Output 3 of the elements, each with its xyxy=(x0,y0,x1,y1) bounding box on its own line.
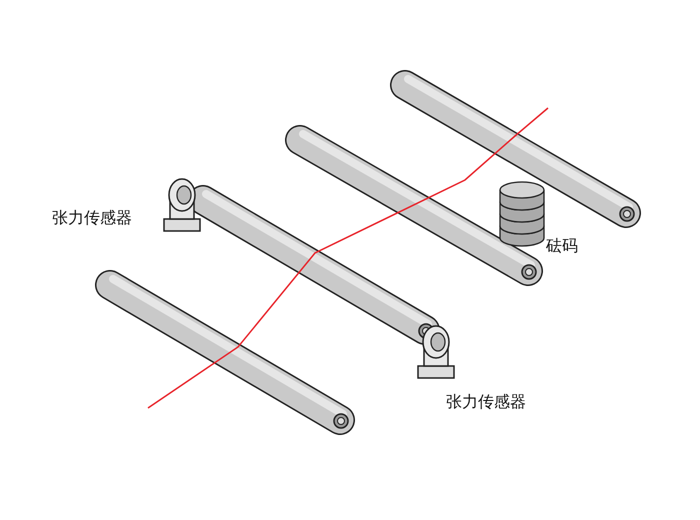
part-label: 张力传感器 xyxy=(52,208,132,229)
part-label: 砝码 xyxy=(546,236,578,257)
part-label: 张力传感器 xyxy=(446,392,526,413)
